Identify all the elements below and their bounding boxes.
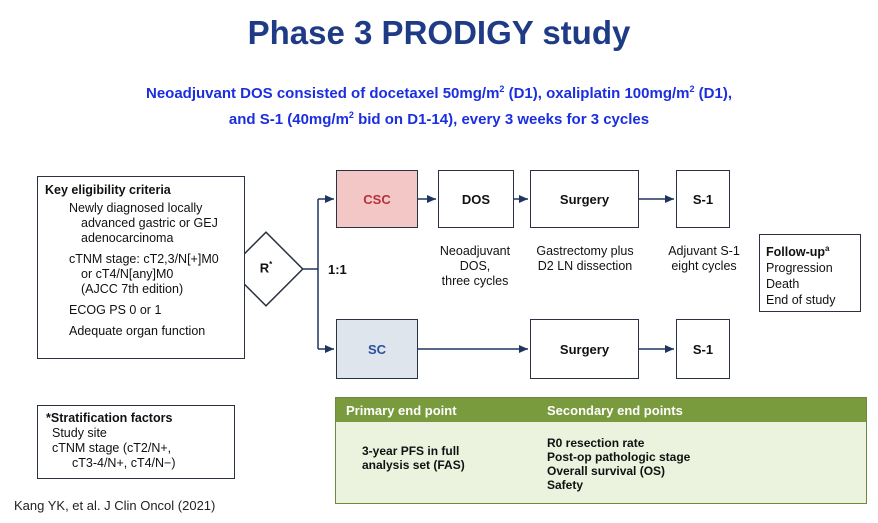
primary-endpoint-line: analysis set (FAS) — [362, 458, 465, 472]
superscript: a — [825, 244, 830, 253]
superscript: 2 — [499, 84, 505, 94]
superscript: 2 — [689, 84, 695, 94]
stratification-heading: *Stratification factors — [46, 411, 173, 425]
secondary-endpoint-item: Safety — [547, 478, 584, 492]
stratification-item: Study site — [52, 426, 107, 440]
eligibility-item: adenocarcinoma — [81, 231, 174, 245]
sc-arm-box: SC — [336, 319, 418, 379]
subtitle-line-1: Neoadjuvant DOS consisted of docetaxel 5… — [0, 84, 878, 102]
stratification-item: cTNM stage (cT2/N+, — [52, 441, 172, 455]
caption-line: Gastrectomy plus — [536, 244, 634, 258]
surgery-step-box: Surgery — [530, 170, 639, 228]
followup-item: Progression — [766, 261, 833, 276]
secondary-endpoint-item: Overall survival (OS) — [547, 464, 666, 478]
s1-caption: Adjuvant S-1 eight cycles — [654, 244, 754, 274]
randomization-ratio: 1:1 — [328, 262, 347, 277]
randomization-diamond — [228, 231, 304, 307]
stratification-box: *Stratification factors Study site cTNM … — [37, 405, 235, 479]
primary-endpoint-header: Primary end point — [346, 403, 457, 418]
eligibility-item: advanced gastric or GEJ — [81, 216, 218, 230]
followup-item: End of study — [766, 293, 836, 308]
followup-box: Follow-upa Progression Death End of stud… — [759, 234, 861, 312]
secondary-endpoint-cell: R0 resection rate Post-op pathologic sta… — [547, 436, 690, 492]
followup-heading-text: Follow-up — [766, 245, 826, 260]
subtitle-text: (D1), — [694, 85, 732, 102]
eligibility-criteria-box: Key eligibility criteria Newly diagnosed… — [37, 176, 245, 359]
secondary-endpoint-item: Post-op pathologic stage — [547, 450, 691, 464]
caption-line: D2 LN dissection — [537, 259, 633, 273]
page-title: Phase 3 PRODIGY study — [247, 14, 631, 51]
subtitle-text: and S-1 (40mg/m — [228, 111, 349, 128]
stratification-item: cT3-4/N+, cT4/N−) — [72, 456, 176, 470]
randomization-r: R — [259, 260, 270, 276]
endpoints-table: Primary end point Secondary end points 3… — [335, 397, 867, 504]
subtitle-text: bid on D1-14), every 3 weeks for 3 cycle… — [353, 111, 650, 128]
eligibility-item: Newly diagnosed locally — [69, 201, 203, 215]
caption-line: Neoadjuvant — [439, 244, 511, 258]
caption-line: DOS, — [459, 259, 491, 273]
caption-line: Adjuvant S-1 — [668, 244, 740, 258]
eligibility-item: or cT4/N[any]M0 — [81, 267, 174, 281]
eligibility-item: cTNM stage: cT2,3/N[+]M0 — [69, 252, 219, 266]
followup-item: Death — [766, 277, 800, 292]
endpoints-header-row: Primary end point Secondary end points — [336, 398, 866, 422]
eligibility-item: (AJCC 7th edition) — [81, 282, 184, 296]
randomization-label: R* — [256, 260, 276, 275]
primary-endpoint-line: 3-year PFS in full — [362, 444, 460, 458]
sc-surgery-step-box: Surgery — [530, 319, 639, 379]
s1-step-box: S-1 — [676, 170, 730, 228]
subtitle-line-2: and S-1 (40mg/m2 bid on D1-14), every 3 … — [0, 110, 878, 128]
eligibility-item: Adequate organ function — [69, 324, 206, 338]
subtitle-text: (D1), oxaliplatin 100mg/m — [504, 85, 690, 102]
superscript: * — [269, 260, 273, 269]
sc-s1-step-box: S-1 — [676, 319, 730, 379]
superscript: 2 — [348, 110, 354, 120]
eligibility-item: ECOG PS 0 or 1 — [69, 303, 162, 317]
subtitle-text: Neoadjuvant DOS consisted of docetaxel 5… — [145, 85, 500, 102]
dos-caption: Neoadjuvant DOS, three cycles — [420, 244, 530, 289]
secondary-endpoint-header: Secondary end points — [547, 403, 683, 418]
eligibility-list: Newly diagnosed locally advanced gastric… — [45, 201, 238, 339]
followup-heading: Follow-upa — [766, 241, 854, 260]
eligibility-heading: Key eligibility criteria — [45, 183, 171, 197]
surgery-caption: Gastrectomy plus D2 LN dissection — [524, 244, 646, 274]
dos-step-box: DOS — [438, 170, 514, 228]
primary-endpoint-cell: 3-year PFS in full analysis set (FAS) — [362, 444, 465, 472]
citation: Kang YK, et al. J Clin Oncol (2021) — [14, 498, 216, 513]
caption-line: three cycles — [441, 274, 509, 288]
csc-arm-box: CSC — [336, 170, 418, 228]
secondary-endpoint-item: R0 resection rate — [547, 436, 645, 450]
caption-line: eight cycles — [671, 259, 737, 273]
